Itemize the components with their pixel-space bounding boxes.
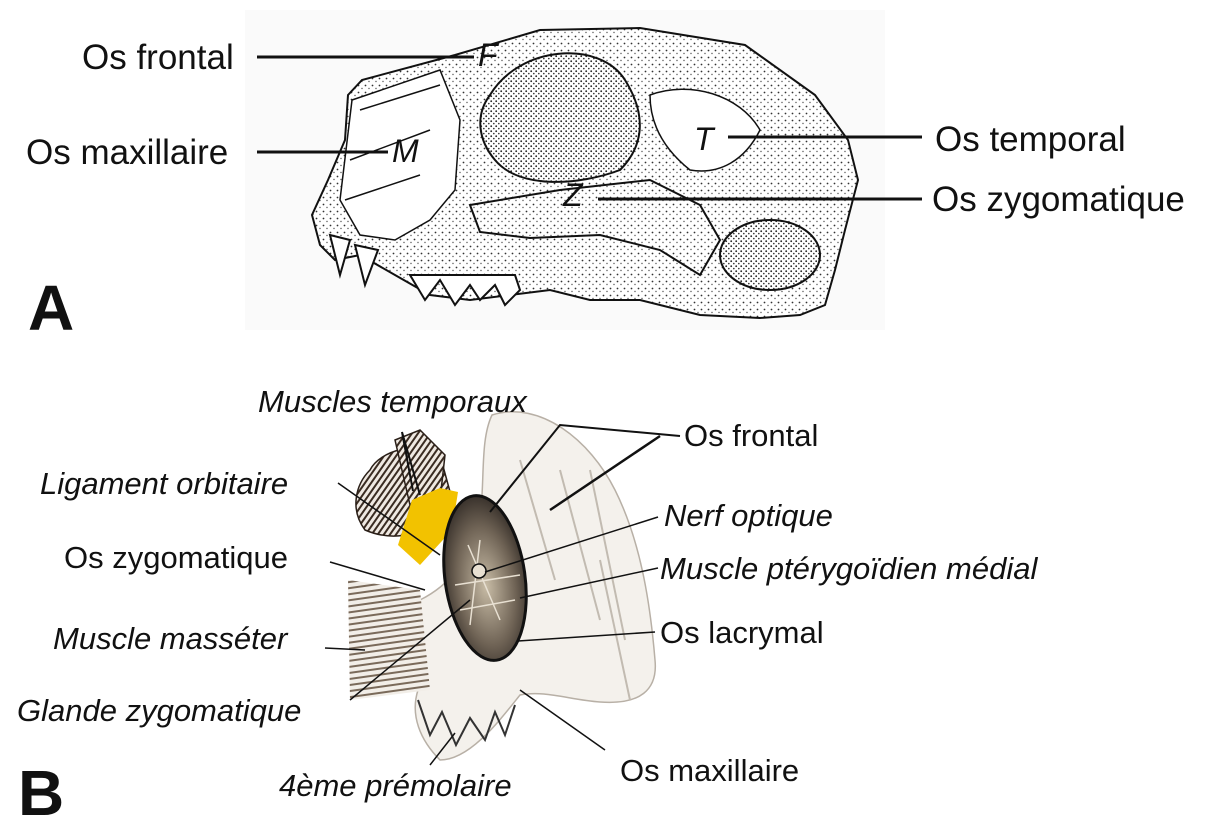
label-ligament-orbitaire: Ligament orbitaire <box>40 466 288 501</box>
label-os-frontal-b: Os frontal <box>684 418 818 453</box>
masseter-muscle <box>348 580 430 700</box>
skull-tympanic-bulla <box>720 220 820 290</box>
panel-letter-b: B <box>18 757 64 823</box>
skull-letter-zygomatic: Z <box>562 177 584 213</box>
label-os-zygomatique-b: Os zygomatique <box>64 540 288 575</box>
panel-letter-a: A <box>28 272 74 344</box>
panel-b-dissection-drawing <box>348 412 655 760</box>
skull-letter-maxillary: M <box>392 133 419 169</box>
label-muscles-temporaux: Muscles temporaux <box>258 384 528 419</box>
label-os-maxillaire-a: Os maxillaire <box>26 133 228 172</box>
optic-nerve <box>472 564 486 578</box>
label-os-maxillaire-b: Os maxillaire <box>620 753 799 788</box>
label-4eme-premolaire: 4ème prémolaire <box>279 768 512 803</box>
label-os-zygomatique-a: Os zygomatique <box>932 180 1185 219</box>
label-muscle-masseter: Muscle masséter <box>53 621 289 656</box>
label-os-temporal-a: Os temporal <box>935 120 1126 159</box>
label-glande-zygomatique: Glande zygomatique <box>17 693 301 728</box>
label-os-frontal-a: Os frontal <box>82 38 234 77</box>
skull-letter-temporal: T <box>694 121 716 157</box>
skull-letter-frontal: F <box>478 37 500 73</box>
label-nerf-optique: Nerf optique <box>664 498 833 533</box>
label-os-lacrymal: Os lacrymal <box>660 615 824 650</box>
label-muscle-pterygoidien-medial: Muscle ptérygoïdien médial <box>660 551 1038 586</box>
